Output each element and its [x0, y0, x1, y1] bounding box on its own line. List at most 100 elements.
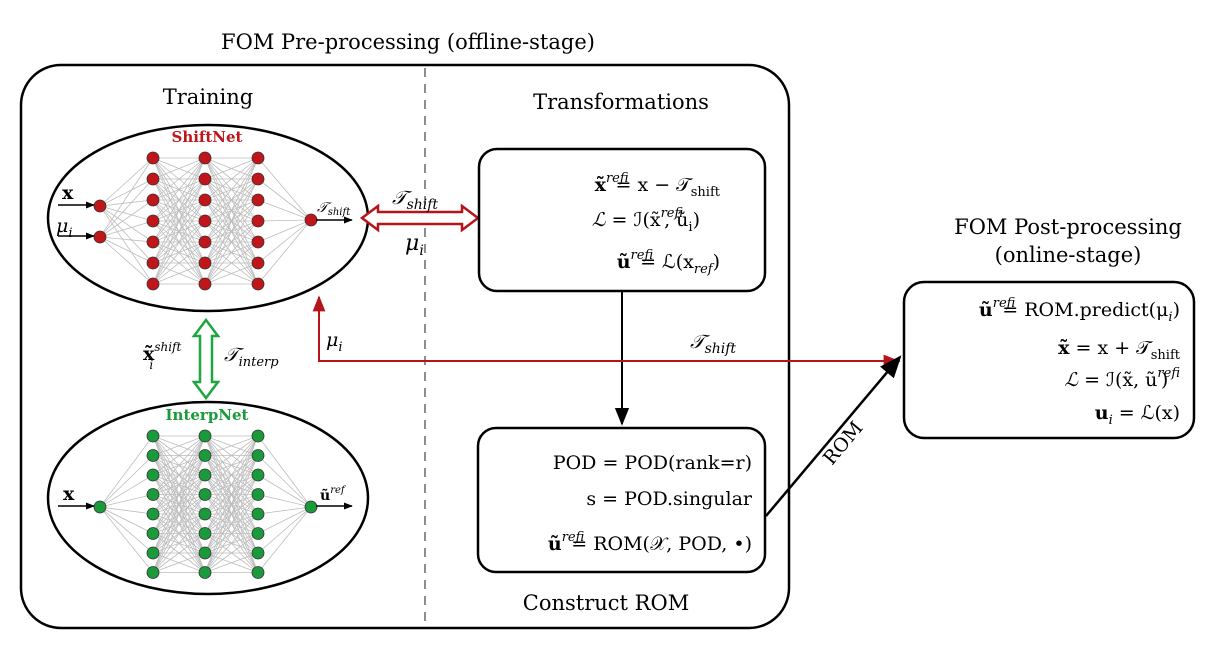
net-edge — [204, 435, 259, 476]
output-neuron — [304, 500, 318, 514]
net-edge — [152, 513, 206, 573]
shiftnet-output: 𝒯shift — [317, 200, 351, 218]
hidden-neuron — [251, 507, 265, 521]
hidden-neuron — [146, 507, 160, 521]
hidden-neuron — [198, 214, 212, 228]
net-edge — [204, 157, 259, 264]
net-edge — [152, 157, 206, 243]
net-edge — [204, 178, 259, 285]
net-edge — [257, 494, 312, 508]
hidden-neuron — [146, 527, 160, 540]
net-edge — [99, 506, 154, 515]
net-edge — [204, 533, 259, 573]
net-edge — [152, 157, 206, 264]
transform-eq-2: ℒ = ℐ(x̃refi , ũi) — [592, 206, 700, 235]
hidden-neuron — [198, 449, 212, 462]
net-edge — [204, 157, 259, 222]
hidden-neuron — [251, 277, 265, 291]
hidden-neuron — [146, 546, 160, 560]
post-eq-4: ui = ℒ(x) — [1095, 402, 1180, 428]
net-edge — [152, 157, 206, 201]
net-edge — [152, 435, 206, 573]
input-neuron — [93, 199, 107, 213]
net-edge — [204, 435, 259, 515]
hidden-neuron — [146, 449, 160, 462]
net-edge — [257, 219, 312, 285]
net-edge — [99, 474, 154, 508]
hidden-neuron — [146, 256, 160, 270]
net-edge — [257, 506, 312, 573]
net-edge — [152, 435, 206, 515]
hidden-neuron — [251, 429, 265, 443]
net-edge — [99, 199, 154, 238]
hidden-neuron — [146, 235, 160, 249]
rom-eq-3: ũrefi = ROM(𝒳, POD, •) — [548, 530, 752, 555]
input-neuron — [93, 230, 107, 244]
pre-processing-title: FOM Pre-processing (offline-stage) — [221, 30, 595, 54]
hidden-neuron — [146, 468, 160, 482]
pre-processing-box — [19, 63, 791, 630]
hidden-neuron — [198, 488, 212, 501]
net-edge — [204, 157, 259, 201]
net-edge — [152, 435, 206, 456]
hidden-neuron — [251, 151, 265, 165]
net-edge — [99, 494, 154, 508]
shift-arrow-top-label: 𝒯shift — [392, 187, 438, 213]
net-edge — [257, 219, 312, 243]
rom-eq-1: POD = POD(rank=r) — [553, 452, 752, 474]
transform-eq-1: x̃refi = x − 𝒯shift — [595, 171, 721, 200]
net-edge — [257, 474, 312, 508]
net-edge — [204, 435, 259, 573]
net-edge — [204, 513, 259, 573]
hidden-neuron — [198, 566, 212, 579]
hidden-neuron — [198, 277, 212, 291]
hidden-neuron — [198, 172, 212, 186]
mu-feedback-label: μi — [326, 329, 343, 355]
net-edge — [152, 157, 206, 222]
post-eq-2: x̃ = x + 𝒯shift — [1058, 337, 1181, 363]
net-edge — [204, 241, 259, 285]
output-neuron — [304, 213, 318, 227]
hidden-neuron — [251, 468, 265, 482]
net-edge — [257, 178, 312, 221]
interpnet-nodes — [93, 429, 318, 579]
hidden-neuron — [146, 151, 160, 165]
net-edge — [99, 506, 154, 534]
post-processing-box — [902, 280, 1196, 440]
interp-double-arrow — [191, 317, 221, 401]
net-edge — [99, 178, 154, 207]
hidden-neuron — [146, 566, 160, 579]
shift-arrow-bottom-label: μi — [405, 231, 424, 259]
net-edge — [152, 435, 206, 495]
hidden-neuron — [198, 151, 212, 165]
input-neuron — [93, 500, 107, 514]
net-edge — [99, 178, 154, 238]
net-edge — [204, 552, 259, 573]
post-processing-equations: ũrefi = ROM.predict(μi)x̃ = x + 𝒯shiftℒ … — [979, 296, 1181, 428]
hidden-neuron — [146, 277, 160, 291]
net-edge — [257, 506, 312, 534]
shiftnet-edges — [99, 157, 312, 285]
net-edge — [152, 533, 206, 573]
net-edge — [257, 199, 312, 221]
interpnet-ellipse — [46, 400, 370, 596]
hidden-neuron — [146, 488, 160, 501]
net-edge — [99, 205, 154, 243]
net-edge — [152, 262, 206, 285]
net-edge — [152, 474, 206, 573]
interpnet-output: ũref — [320, 485, 347, 504]
hidden-neuron — [251, 527, 265, 540]
net-edge — [204, 262, 259, 285]
net-edge — [257, 455, 312, 508]
net-edge — [99, 236, 154, 243]
hidden-neuron — [146, 429, 160, 443]
hidden-neuron — [251, 193, 265, 207]
hidden-neuron — [198, 546, 212, 560]
post-processing-title-line2: (online-stage) — [995, 243, 1142, 267]
net-edge — [152, 199, 206, 285]
hidden-neuron — [251, 449, 265, 462]
net-edge — [152, 455, 206, 573]
net-edge — [99, 435, 154, 508]
